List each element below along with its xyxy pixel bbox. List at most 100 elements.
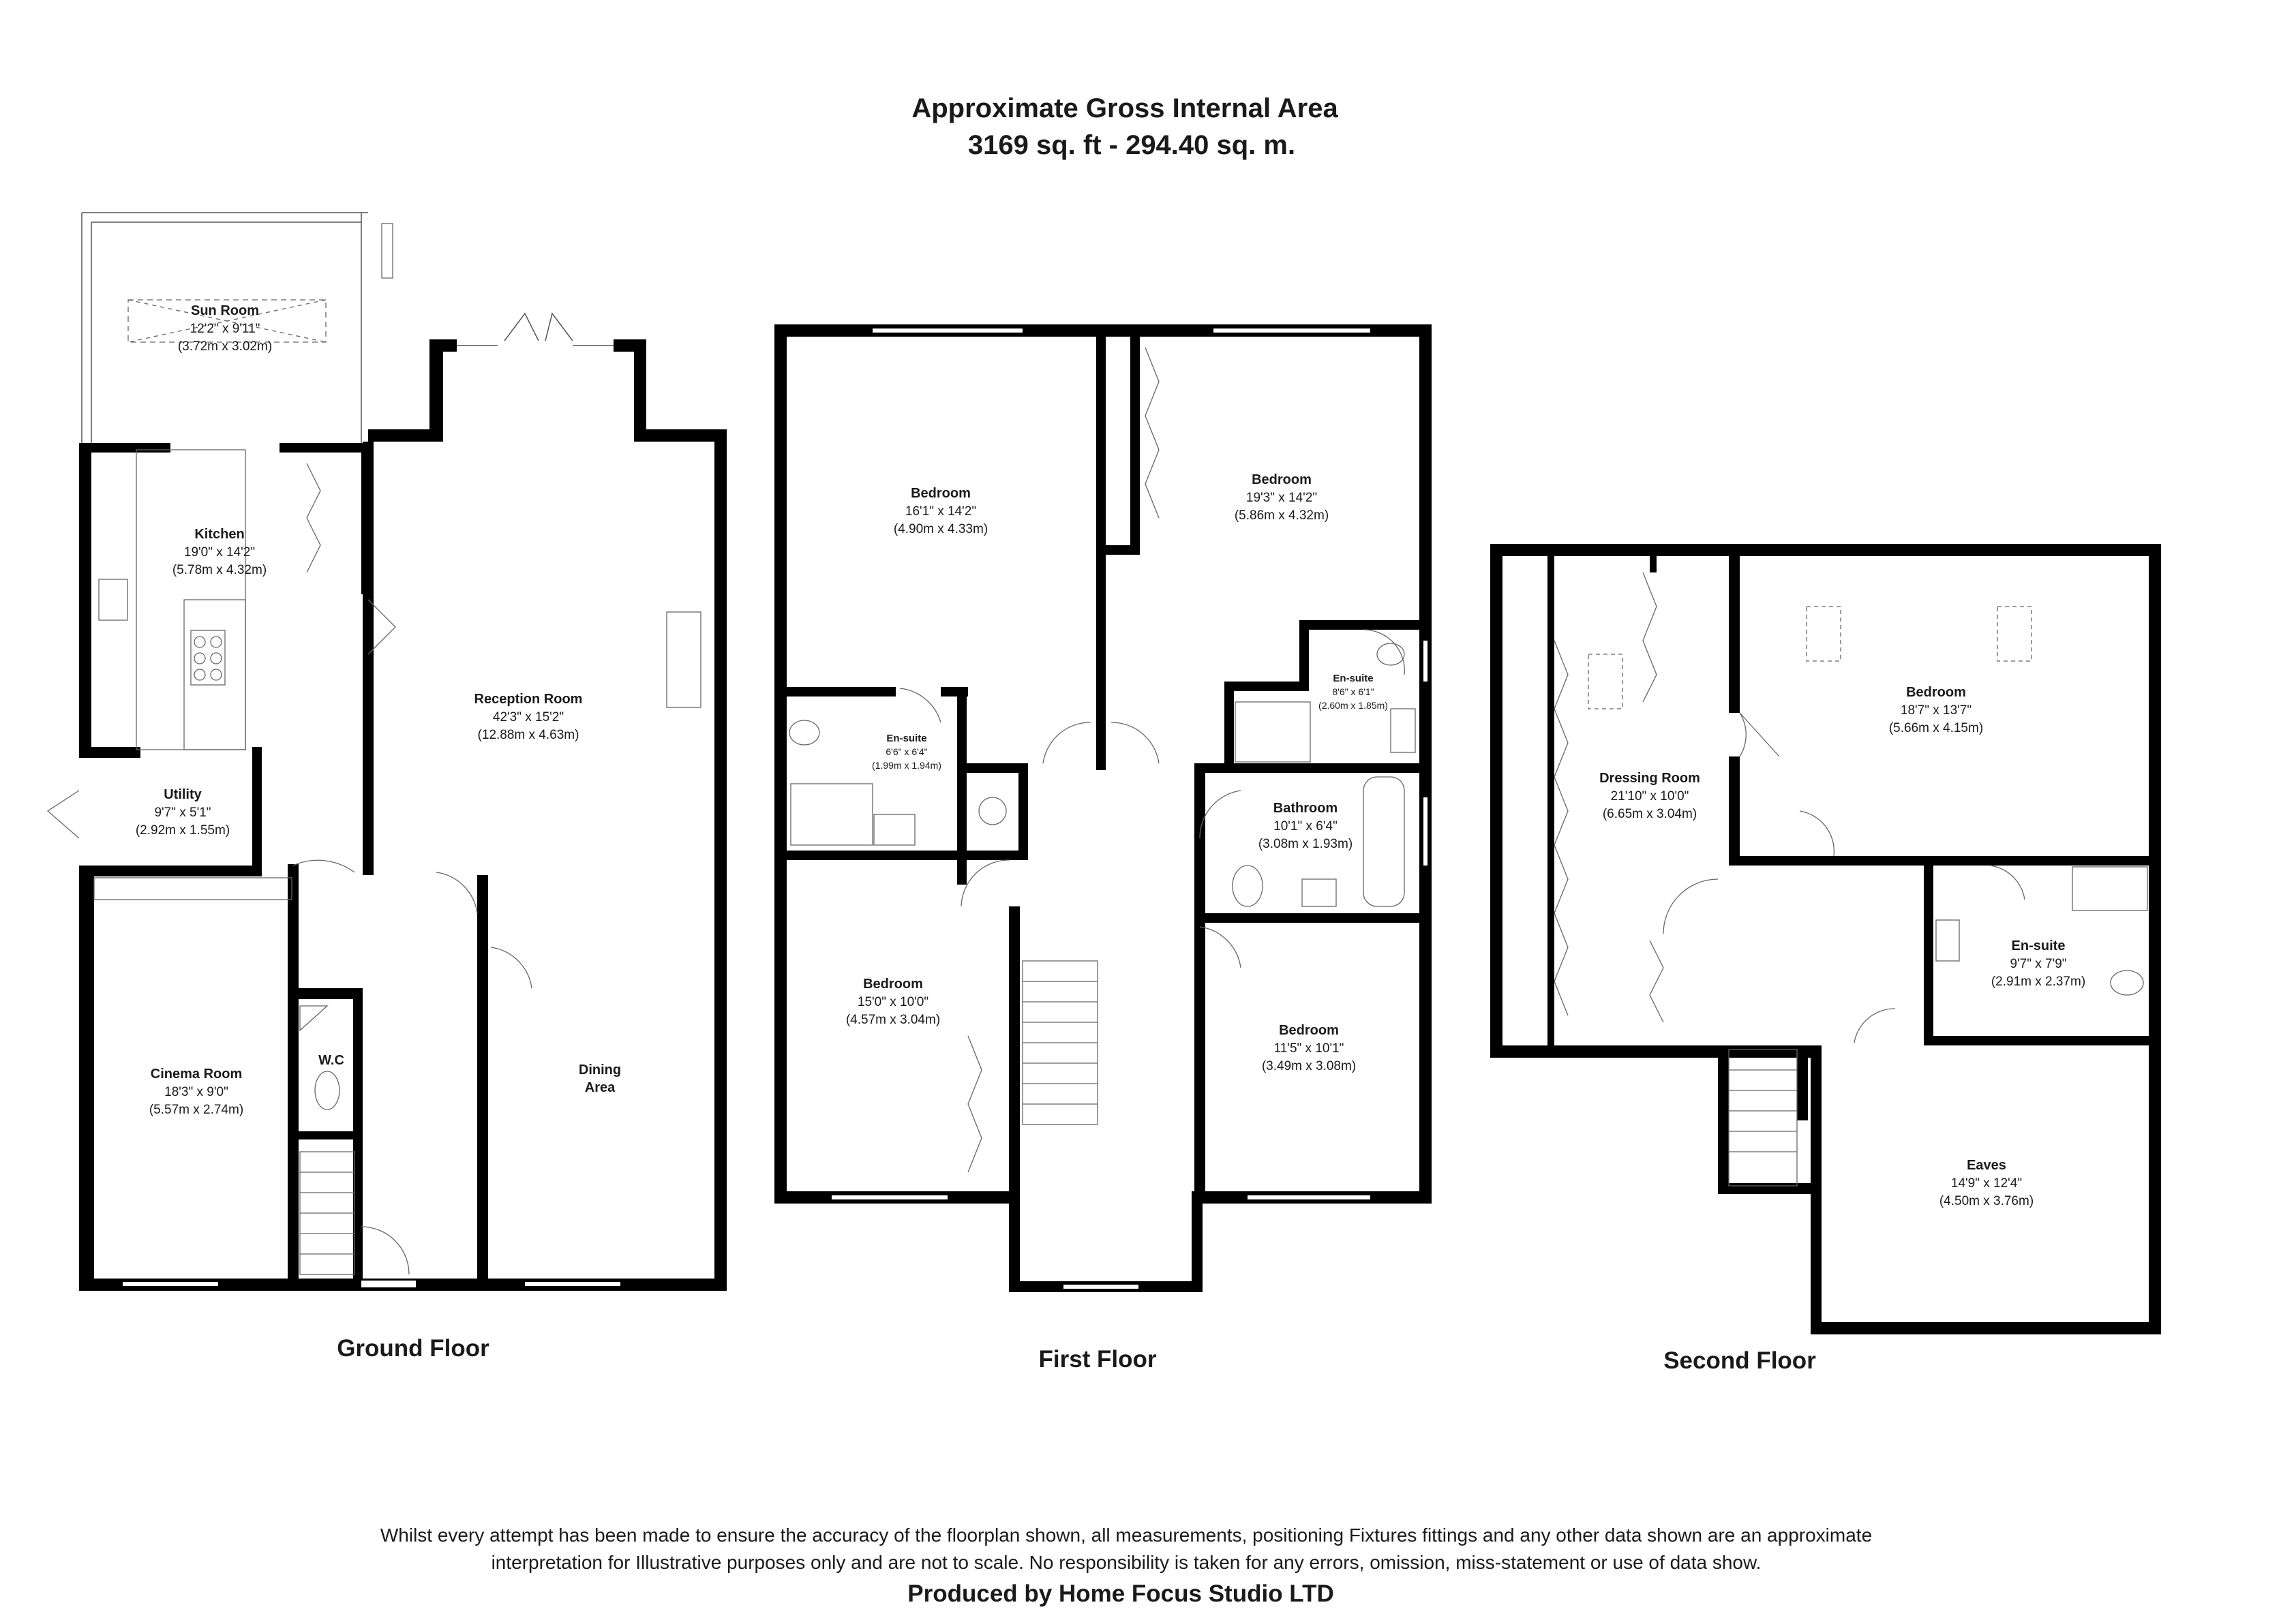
lantern-cross-b xyxy=(127,299,327,343)
wall-sf-stair-bottom xyxy=(1718,1183,1820,1194)
ff-bed1-name: Bedroom xyxy=(911,486,971,501)
gf-door-hall xyxy=(292,859,355,873)
kitchen-metric: (5.78m x 4.32m) xyxy=(172,563,267,577)
cinema-name: Cinema Room xyxy=(151,1067,242,1082)
disclaimer-line-1: Whilst every attempt has been made to en… xyxy=(380,1525,1872,1546)
ground-floor-title: Ground Floor xyxy=(337,1335,489,1362)
gf-door-k-rec xyxy=(367,599,396,655)
ff-door-bed3 xyxy=(961,859,1010,907)
ff-bath-imperial: 10'1" x 6'4" xyxy=(1273,819,1338,833)
first-floor-plan: Bedroom 16'1" x 14'2" (4.90m x 4.33m) Be… xyxy=(774,324,1432,1373)
wall-ff-bath-top xyxy=(1194,763,1419,773)
wall-ff-left xyxy=(774,324,787,1204)
wall-sf-dress-right-b xyxy=(1729,756,1740,866)
wall-sf-top xyxy=(1490,544,2161,556)
ff-cupboard-icon xyxy=(978,797,1007,825)
wall-gf-k-rec xyxy=(363,442,374,864)
sf-dress-imperial: 21'10" x 10'0" xyxy=(1611,789,1689,804)
ff-en1-name: En-suite xyxy=(886,733,926,744)
sf-eaves-imperial: 14'9" x 12'4" xyxy=(1951,1176,2022,1191)
sun-room-glazing xyxy=(81,212,368,444)
dining-name-2: Area xyxy=(585,1080,616,1095)
wall-sf-bottom-r xyxy=(1811,1322,2161,1334)
ff-bed3-name: Bedroom xyxy=(863,977,923,992)
ff-bed2-metric: (5.86m x 4.32m) xyxy=(1235,508,1329,523)
ff-door-bed1 xyxy=(1042,722,1091,764)
sf-door-ensuite xyxy=(1990,865,2025,900)
area-total: 3169 sq. ft - 294.40 sq. m. xyxy=(968,130,1295,160)
wall-sf-bed-bottom-a xyxy=(1729,856,1933,866)
sf-dress-metric: (6.65m x 3.04m) xyxy=(1603,807,1697,821)
ff-door-bed4 xyxy=(1199,926,1241,968)
ff-bed2-name: Bedroom xyxy=(1252,472,1312,487)
ff-bath-metric: (3.08m x 1.93m) xyxy=(1258,837,1353,851)
wall-gf-util-top xyxy=(79,747,140,758)
gf-front-door xyxy=(361,1226,410,1275)
wall-sf-dress-inner xyxy=(1547,552,1554,1052)
ff-bath-toilet-icon xyxy=(1232,865,1263,907)
wall-gf-rec-2 xyxy=(429,339,443,442)
sf-bed-name: Bedroom xyxy=(1906,685,1966,700)
rec-french-doors xyxy=(504,312,573,341)
ff-bed4-imperial: 11'5" x 10'1" xyxy=(1274,1041,1344,1056)
gf-stairs xyxy=(299,1151,355,1275)
ff-en2-basin-icon xyxy=(1390,708,1416,753)
wall-sf-right xyxy=(2149,544,2161,1332)
wall-ff-cupboard-top xyxy=(967,763,1028,773)
wc-name: W.C xyxy=(318,1053,344,1068)
wall-ff-en2-top-a xyxy=(1224,682,1306,691)
sun-room-imperial: 12'2" x 9'11" xyxy=(190,322,260,336)
wall-ff-cupboard-right xyxy=(1018,763,1028,860)
sf-door-eaves xyxy=(1854,1008,1896,1043)
wall-gf-rec-3 xyxy=(429,339,457,352)
ff-en2-name: En-suite xyxy=(1333,673,1373,684)
wall-sf-stair-post xyxy=(1797,1045,1808,1120)
sf-wardrobe-doors-b xyxy=(1642,572,1657,703)
wall-ff-landing-r xyxy=(1192,1191,1203,1292)
gf-door-dining xyxy=(490,947,532,989)
second-floor-title: Second Floor xyxy=(1663,1347,1816,1374)
ff-bed3-metric: (4.57m x 3.04m) xyxy=(846,1013,940,1027)
first-floor-title: First Floor xyxy=(1038,1346,1156,1373)
wall-gf-k-top-l xyxy=(79,443,170,453)
wall-gf-hall-left xyxy=(288,864,299,1280)
sf-en-toilet-icon xyxy=(2110,970,2144,996)
ff-door-en2 xyxy=(1363,629,1405,675)
ff-en1-basin-icon xyxy=(873,814,916,846)
sf-bed-imperial: 18'7" x 13'7" xyxy=(1901,703,1972,718)
ff-bed4-name: Bedroom xyxy=(1279,1023,1339,1038)
wall-ff-bath-left xyxy=(1194,763,1205,1191)
wall-gf-wc-top xyxy=(293,988,361,999)
wall-gf-left-lower xyxy=(79,866,94,1289)
ff-bed3-imperial: 15'0" x 10'0" xyxy=(858,995,928,1009)
sf-en-name: En-suite xyxy=(2012,938,2066,953)
wall-sf-en-left xyxy=(1924,856,1933,1045)
sf-wardrobe-doors-c xyxy=(1649,940,1664,1023)
sf-door-bed xyxy=(1739,712,1780,757)
utility-imperial: 9'7" x 5'1" xyxy=(154,806,211,820)
wall-gf-rec-6 xyxy=(634,429,727,442)
ff-en1-imperial: 6'6" x 6'4" xyxy=(886,746,927,757)
utility-name: Utility xyxy=(164,787,202,802)
wall-sf-bottom-l xyxy=(1490,1045,1811,1058)
ground-floor-plan: Sun Room 12'2" x 9'11" (3.72m x 3.02m) K… xyxy=(46,212,727,1362)
ff-bed4-metric: (3.49m x 3.08m) xyxy=(1262,1059,1356,1073)
sun-room-door xyxy=(381,223,393,279)
ff-en1-toilet-icon xyxy=(789,720,820,746)
ff-en1-metric: (1.99m x 1.94m) xyxy=(872,760,941,771)
ff-bath-basin-icon xyxy=(1301,878,1337,907)
ff-door-en1 xyxy=(899,688,941,723)
area-title: Approximate Gross Internal Area xyxy=(911,93,1338,123)
sf-velux-b xyxy=(1806,606,1841,662)
wc-toilet-icon xyxy=(314,1071,340,1110)
sf-stairs xyxy=(1728,1049,1798,1187)
sf-eaves-name: Eaves xyxy=(1967,1158,2006,1173)
wall-ff-en2-mid xyxy=(1299,620,1309,691)
reception-name: Reception Room xyxy=(474,692,583,707)
wall-gf-rec-5 xyxy=(634,339,646,440)
ff-stairs xyxy=(1022,960,1098,1125)
ff-wardrobe-doors-b xyxy=(967,1035,982,1173)
sun-room-roof-lantern xyxy=(127,299,327,343)
sf-velux-a xyxy=(1588,654,1623,709)
